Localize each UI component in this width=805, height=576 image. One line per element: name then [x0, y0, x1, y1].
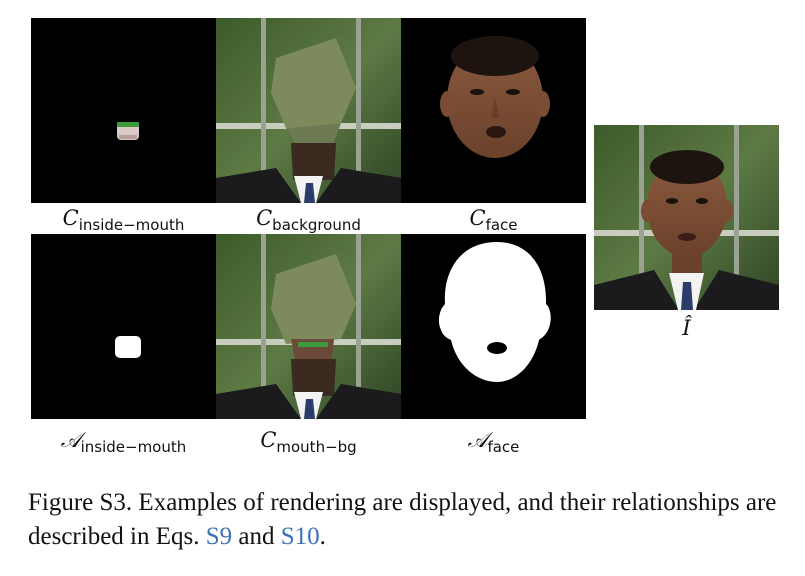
- label-subscript: inside−mouth: [78, 216, 185, 234]
- label-face-color: Cface: [401, 206, 586, 234]
- caption-text: Figure S3. Examples of rendering are dis…: [28, 489, 777, 550]
- label-inside-mouth-color: Cinside−mouth: [31, 206, 216, 234]
- label-symbol: C: [256, 206, 273, 230]
- reference-link-s10[interactable]: S10: [280, 523, 320, 550]
- label-symbol: Î: [682, 316, 691, 340]
- caption-period: .: [319, 523, 326, 550]
- caption-text: and: [238, 523, 275, 550]
- label-symbol: 𝒜: [60, 428, 81, 452]
- label-background-color: Cbackground: [216, 206, 401, 234]
- label-subscript: mouth−bg: [276, 438, 357, 456]
- panel-output-image: [594, 125, 779, 310]
- label-symbol: 𝒜: [467, 428, 488, 452]
- label-symbol: C: [62, 206, 79, 230]
- label-output-image: Î: [594, 316, 779, 340]
- panel-inside-mouth-alpha: [31, 234, 216, 419]
- panel-mouth-bg-color: [216, 234, 401, 419]
- reference-link-s9[interactable]: S9: [205, 523, 233, 550]
- label-subscript: inside−mouth: [80, 438, 187, 456]
- panel-inside-mouth-color: [31, 18, 216, 203]
- panel-background-color: [216, 18, 401, 203]
- label-mouth-bg-color: Cmouth−bg: [216, 428, 401, 456]
- label-symbol: C: [260, 428, 277, 452]
- label-face-alpha: 𝒜face: [401, 428, 586, 456]
- figure-caption: Figure S3. Examples of rendering are dis…: [28, 486, 798, 554]
- panel-face-color: [401, 18, 586, 203]
- label-subscript: background: [272, 216, 361, 234]
- label-inside-mouth-alpha: 𝒜inside−mouth: [31, 428, 216, 456]
- label-subscript: face: [485, 216, 518, 234]
- label-subscript: face: [487, 438, 520, 456]
- panel-face-alpha: [401, 234, 586, 419]
- label-symbol: C: [469, 206, 486, 230]
